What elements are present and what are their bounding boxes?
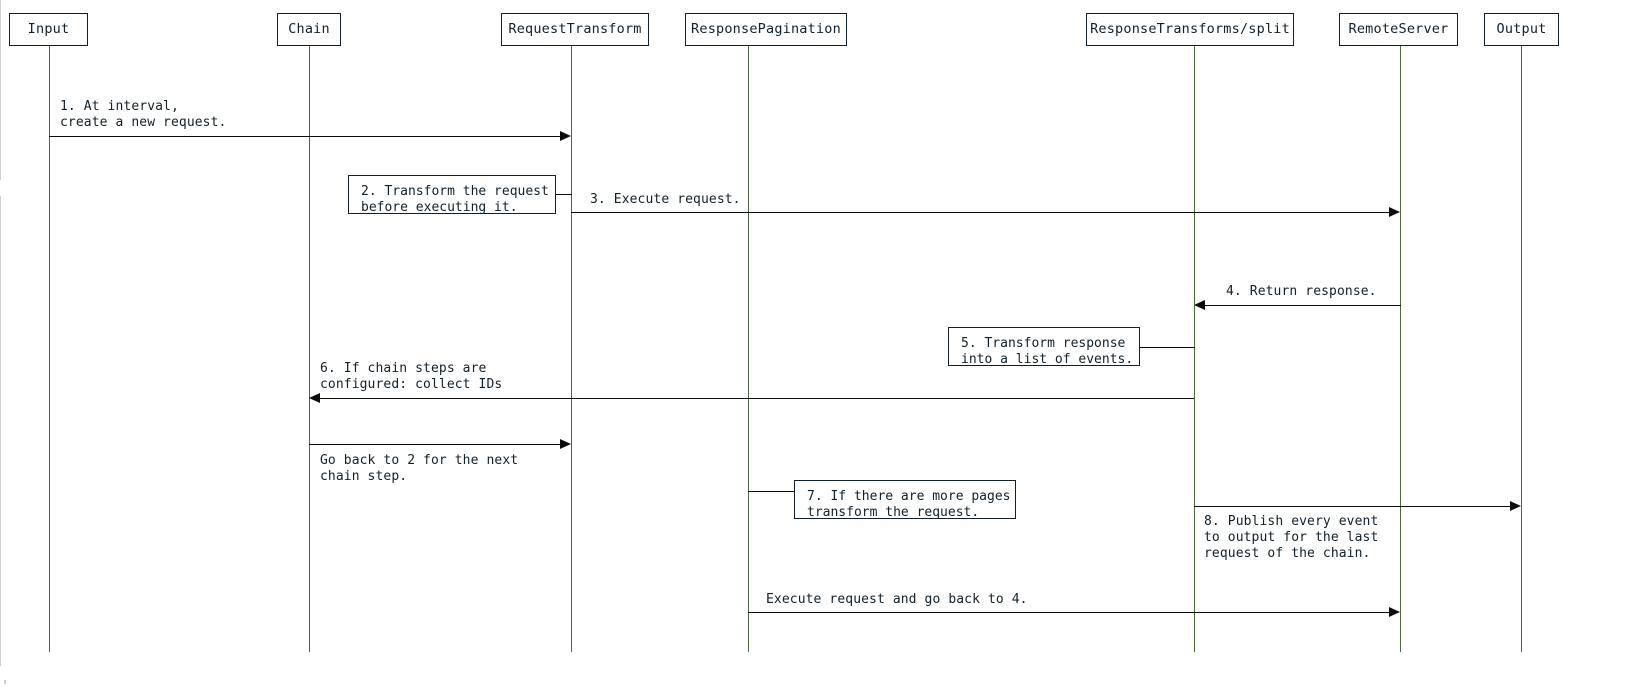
message-arrowhead-3 [1389,207,1400,217]
message-label-3: 3. Execute request. [590,192,741,207]
message-line-3 [571,212,1389,213]
lifeline-requesttransform [571,46,572,652]
lifeline-responsetransforms-split [1194,46,1195,652]
participant-responsepagination[interactable]: ResponsePagination [685,13,847,46]
participant-input[interactable]: Input [9,13,88,46]
message-line-goback-2 [309,444,560,445]
message-label-1: 1. At interval, create a new request. [60,99,227,130]
participant-remoteserver[interactable]: RemoteServer [1339,13,1458,46]
message-line-execute-goback-4 [748,612,1389,613]
message-label-6: 6. If chain steps are configured: collec… [320,361,503,392]
note-connector-2 [556,194,572,195]
note-5: 5. Transform response into a list of eve… [948,327,1140,367]
lifeline-remoteserver [1400,46,1401,652]
message-arrowhead-4 [1194,300,1205,310]
message-arrowhead-execute-goback-4 [1389,607,1400,617]
lifeline-output [1521,46,1522,652]
message-line-1 [49,136,560,137]
message-line-8 [1194,506,1510,507]
lifeline-input [49,46,50,652]
participant-responsetransforms-split[interactable]: ResponseTransforms/split [1086,13,1294,46]
participant-requesttransform[interactable]: RequestTransform [501,13,649,46]
participant-output[interactable]: Output [1484,13,1559,46]
note-connector-5 [1139,347,1195,348]
note-2: 2. Transform the request before executin… [348,175,556,215]
message-arrowhead-6 [309,393,320,403]
message-line-4 [1205,305,1401,306]
message-line-6 [320,398,1194,399]
message-label-8: 8. Publish every event to output for the… [1204,514,1379,561]
page-edge-artifact-bottom [4,680,6,684]
note-7: 7. If there are more pages transform the… [794,480,1016,520]
note-connector-7 [748,491,796,492]
lifeline-chain [309,46,310,652]
message-arrowhead-goback-2 [560,439,571,449]
page-edge-artifact-left [0,0,1,180]
message-arrowhead-8 [1510,501,1521,511]
message-label-goback-2: Go back to 2 for the next chain step. [320,453,519,484]
lifeline-responsepagination [748,46,749,652]
message-label-execute-goback-4: Execute request and go back to 4. [766,592,1028,607]
message-arrowhead-1 [560,131,571,141]
page-edge-artifact-left-lower [0,196,1,666]
message-label-4: 4. Return response. [1226,284,1377,299]
participant-chain[interactable]: Chain [277,13,341,46]
